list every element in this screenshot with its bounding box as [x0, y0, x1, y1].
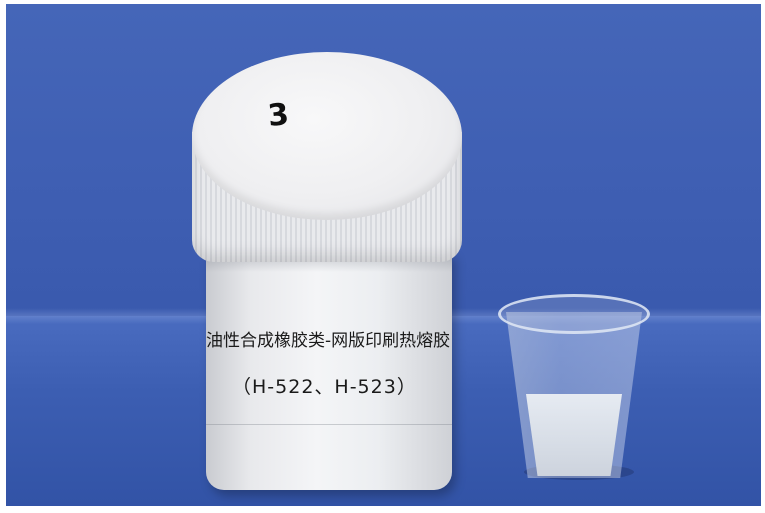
adhesive-jar: 油性合成橡胶类-网版印刷热熔胶 （H-522、H-523） 3: [192, 52, 462, 506]
jar-lid-top: [192, 52, 462, 220]
blue-backdrop: 油性合成橡胶类-网版印刷热熔胶 （H-522、H-523） 3: [6, 4, 761, 506]
sample-cup: [498, 294, 650, 480]
jar-label-name: 油性合成橡胶类-网版印刷热熔胶: [206, 331, 451, 351]
cup-liquid-sample: [526, 394, 622, 476]
cup-rim: [498, 294, 650, 334]
lid-handwritten-number: 3: [266, 97, 291, 134]
jar-body: [206, 252, 452, 490]
jar-label-models: （H-522、H-523）: [232, 376, 417, 398]
jar-seam: [206, 424, 452, 425]
